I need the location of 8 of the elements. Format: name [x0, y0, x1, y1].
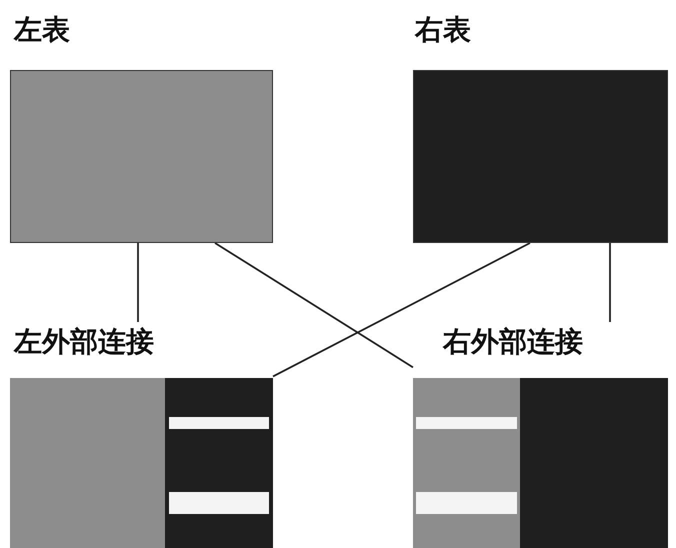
table-heading: 右外部连接	[443, 324, 583, 360]
table-heading: 左表	[14, 12, 70, 48]
connector-line	[137, 243, 139, 322]
table-heading: 右表	[415, 12, 471, 48]
connector-line	[272, 242, 530, 378]
connector-line	[214, 242, 414, 368]
table-heading: 左外部连接	[14, 324, 154, 360]
connector-line	[609, 243, 611, 322]
